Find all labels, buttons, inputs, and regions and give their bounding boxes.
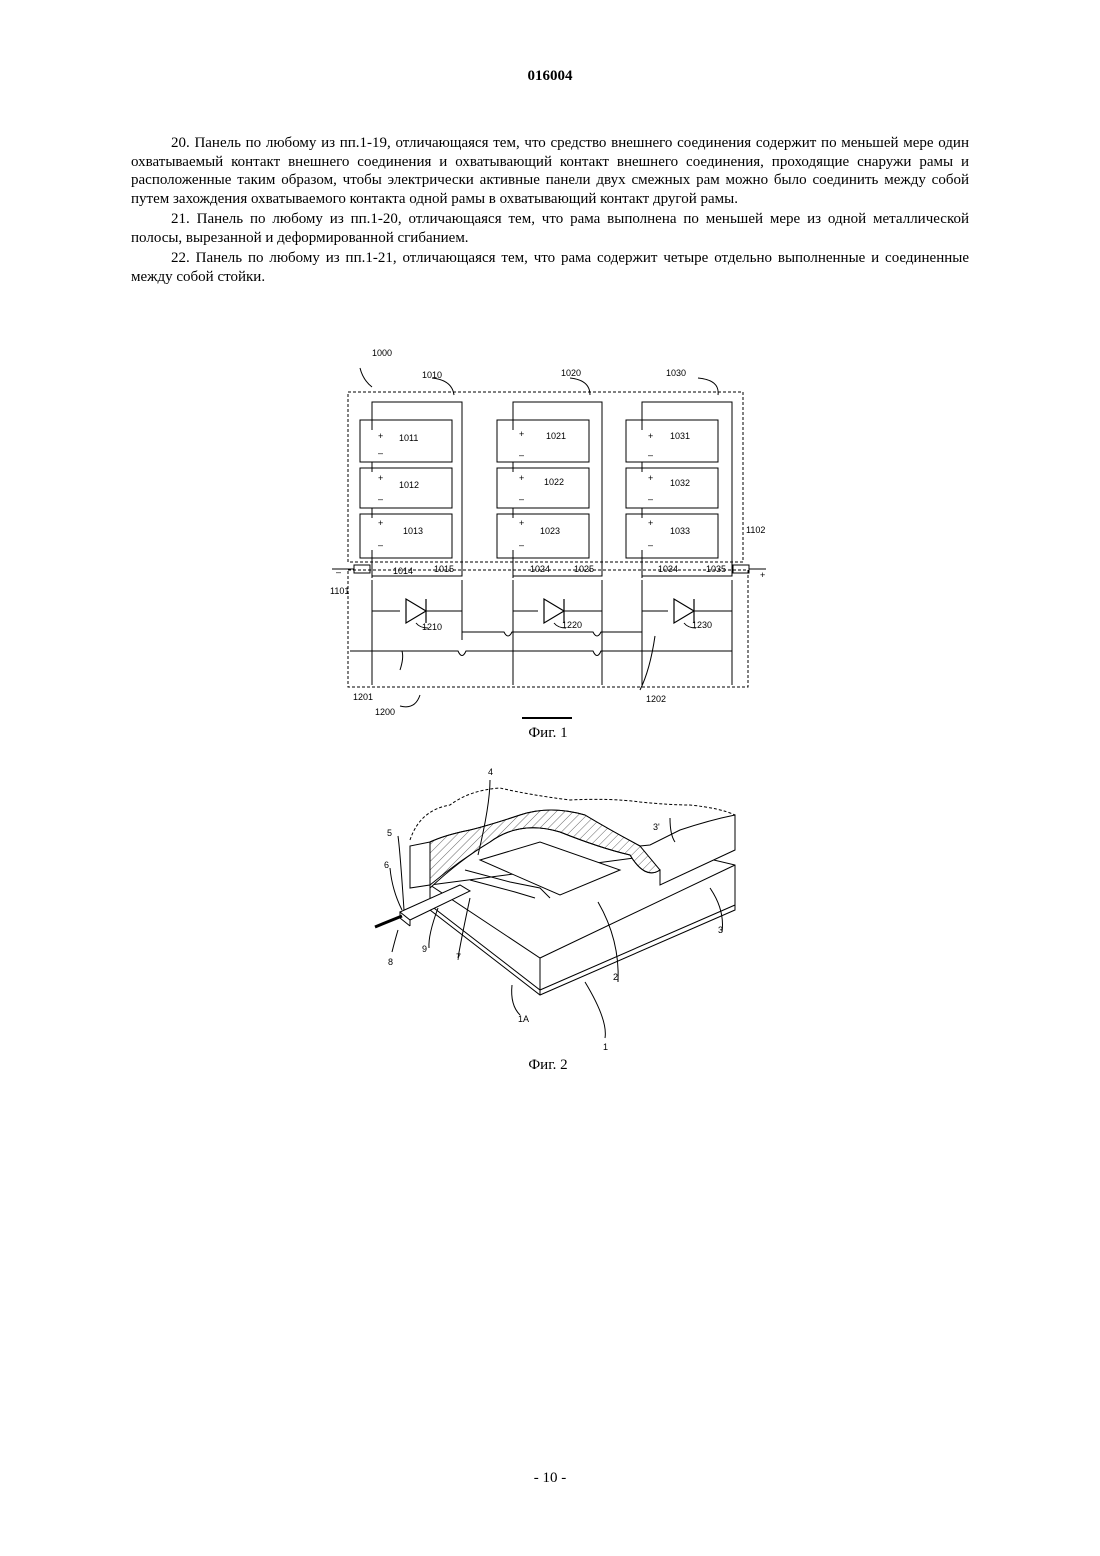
label-1201: 1201 — [353, 692, 373, 702]
caption-underline — [522, 717, 572, 719]
cell-1013 — [360, 514, 452, 558]
label-9: 9 — [422, 944, 427, 954]
label-1200: 1200 — [375, 707, 395, 717]
cell-1021 — [497, 420, 589, 462]
label-1210: 1210 — [422, 622, 442, 632]
plus-sign: + — [760, 570, 765, 580]
label-1035: 1035 — [706, 564, 726, 574]
label-1000: 1000 — [372, 348, 392, 358]
label-6: 6 — [384, 860, 389, 870]
label-1: 1 — [603, 1042, 608, 1052]
claim-21: 21. Панель по любому из пп.1-20, отличаю… — [131, 210, 969, 247]
minus-sign: – — [648, 494, 653, 504]
label-1025: 1025 — [574, 564, 594, 574]
plus-sign: + — [648, 431, 653, 441]
plus-sign: + — [648, 518, 653, 528]
minus-sign: – — [648, 540, 653, 550]
minus-sign: – — [519, 450, 524, 460]
cell-1032 — [626, 468, 718, 508]
label-1A: 1A — [518, 1014, 529, 1024]
minus-sign: – — [519, 494, 524, 504]
label-1031: 1031 — [670, 431, 690, 441]
label-3-prime: 3' — [653, 822, 660, 832]
label-1020: 1020 — [561, 368, 581, 378]
bus-1201 — [350, 651, 732, 656]
diode-1220 — [544, 599, 564, 623]
plus-sign: + — [378, 473, 383, 483]
minus-sign: – — [378, 448, 383, 458]
label-1012: 1012 — [399, 480, 419, 490]
connector-1101 — [354, 565, 370, 573]
claims-text: 20. Панель по любому из пп.1-19, отличаю… — [131, 134, 969, 288]
plus-sign: + — [378, 518, 383, 528]
figure-2-caption: Фиг. 2 — [448, 1057, 648, 1074]
label-1011: 1011 — [399, 433, 418, 443]
cell-1022 — [497, 468, 589, 508]
label-5: 5 — [387, 828, 392, 838]
label-8: 8 — [388, 957, 393, 967]
label-1021: 1021 — [546, 431, 566, 441]
label-1014: 1014 — [393, 566, 413, 576]
figure-1-circuit-diagram: 1000 1010 1020 1030 1011 1012 1013 1021 … — [320, 340, 790, 720]
label-1024: 1024 — [530, 564, 550, 574]
claim-22: 22. Панель по любому из пп.1-21, отличаю… — [131, 249, 969, 286]
page-number: - 10 - — [0, 1470, 1100, 1487]
figure-2-panel-perspective: 4 5 3' 6 8 9 7 2 3 1A 1 — [370, 760, 750, 1060]
minus-sign: – — [519, 540, 524, 550]
label-3: 3 — [718, 925, 723, 935]
connector-1102 — [733, 565, 749, 573]
bus-1202 — [462, 632, 642, 636]
cell-1023 — [497, 514, 589, 558]
minus-sign: – — [648, 450, 653, 460]
label-4: 4 — [488, 767, 493, 777]
label-1220: 1220 — [562, 620, 582, 630]
page-header-number: 016004 — [0, 68, 1100, 85]
claim-20: 20. Панель по любому из пп.1-19, отличаю… — [131, 134, 969, 208]
minus-sign: – — [378, 540, 383, 550]
label-1032: 1032 — [670, 478, 690, 488]
minus-sign: – — [336, 567, 341, 577]
label-1102: 1102 — [746, 525, 765, 535]
figure-1-caption: Фиг. 1 — [448, 725, 648, 742]
plus-sign: + — [519, 473, 524, 483]
label-1013: 1013 — [403, 526, 423, 536]
label-1010: 1010 — [422, 370, 442, 380]
plus-sign: + — [519, 429, 524, 439]
plus-sign: + — [519, 518, 524, 528]
label-1230: 1230 — [692, 620, 712, 630]
label-7: 7 — [456, 952, 461, 962]
cell-1031 — [626, 420, 718, 462]
label-1030: 1030 — [666, 368, 686, 378]
minus-sign: – — [378, 494, 383, 504]
label-1034: 1034 — [658, 564, 678, 574]
label-1023: 1023 — [540, 526, 560, 536]
plus-sign: + — [378, 431, 383, 441]
cell-1033 — [626, 514, 718, 558]
plus-sign: + — [648, 473, 653, 483]
label-1202: 1202 — [646, 694, 666, 704]
label-2: 2 — [613, 972, 618, 982]
frame-1200 — [348, 570, 748, 687]
label-1033: 1033 — [670, 526, 690, 536]
diode-1230 — [674, 599, 694, 623]
label-1022: 1022 — [544, 477, 564, 487]
label-1101: 1101 — [330, 586, 349, 596]
diode-1210 — [406, 599, 426, 623]
label-1015: 1015 — [434, 564, 454, 574]
